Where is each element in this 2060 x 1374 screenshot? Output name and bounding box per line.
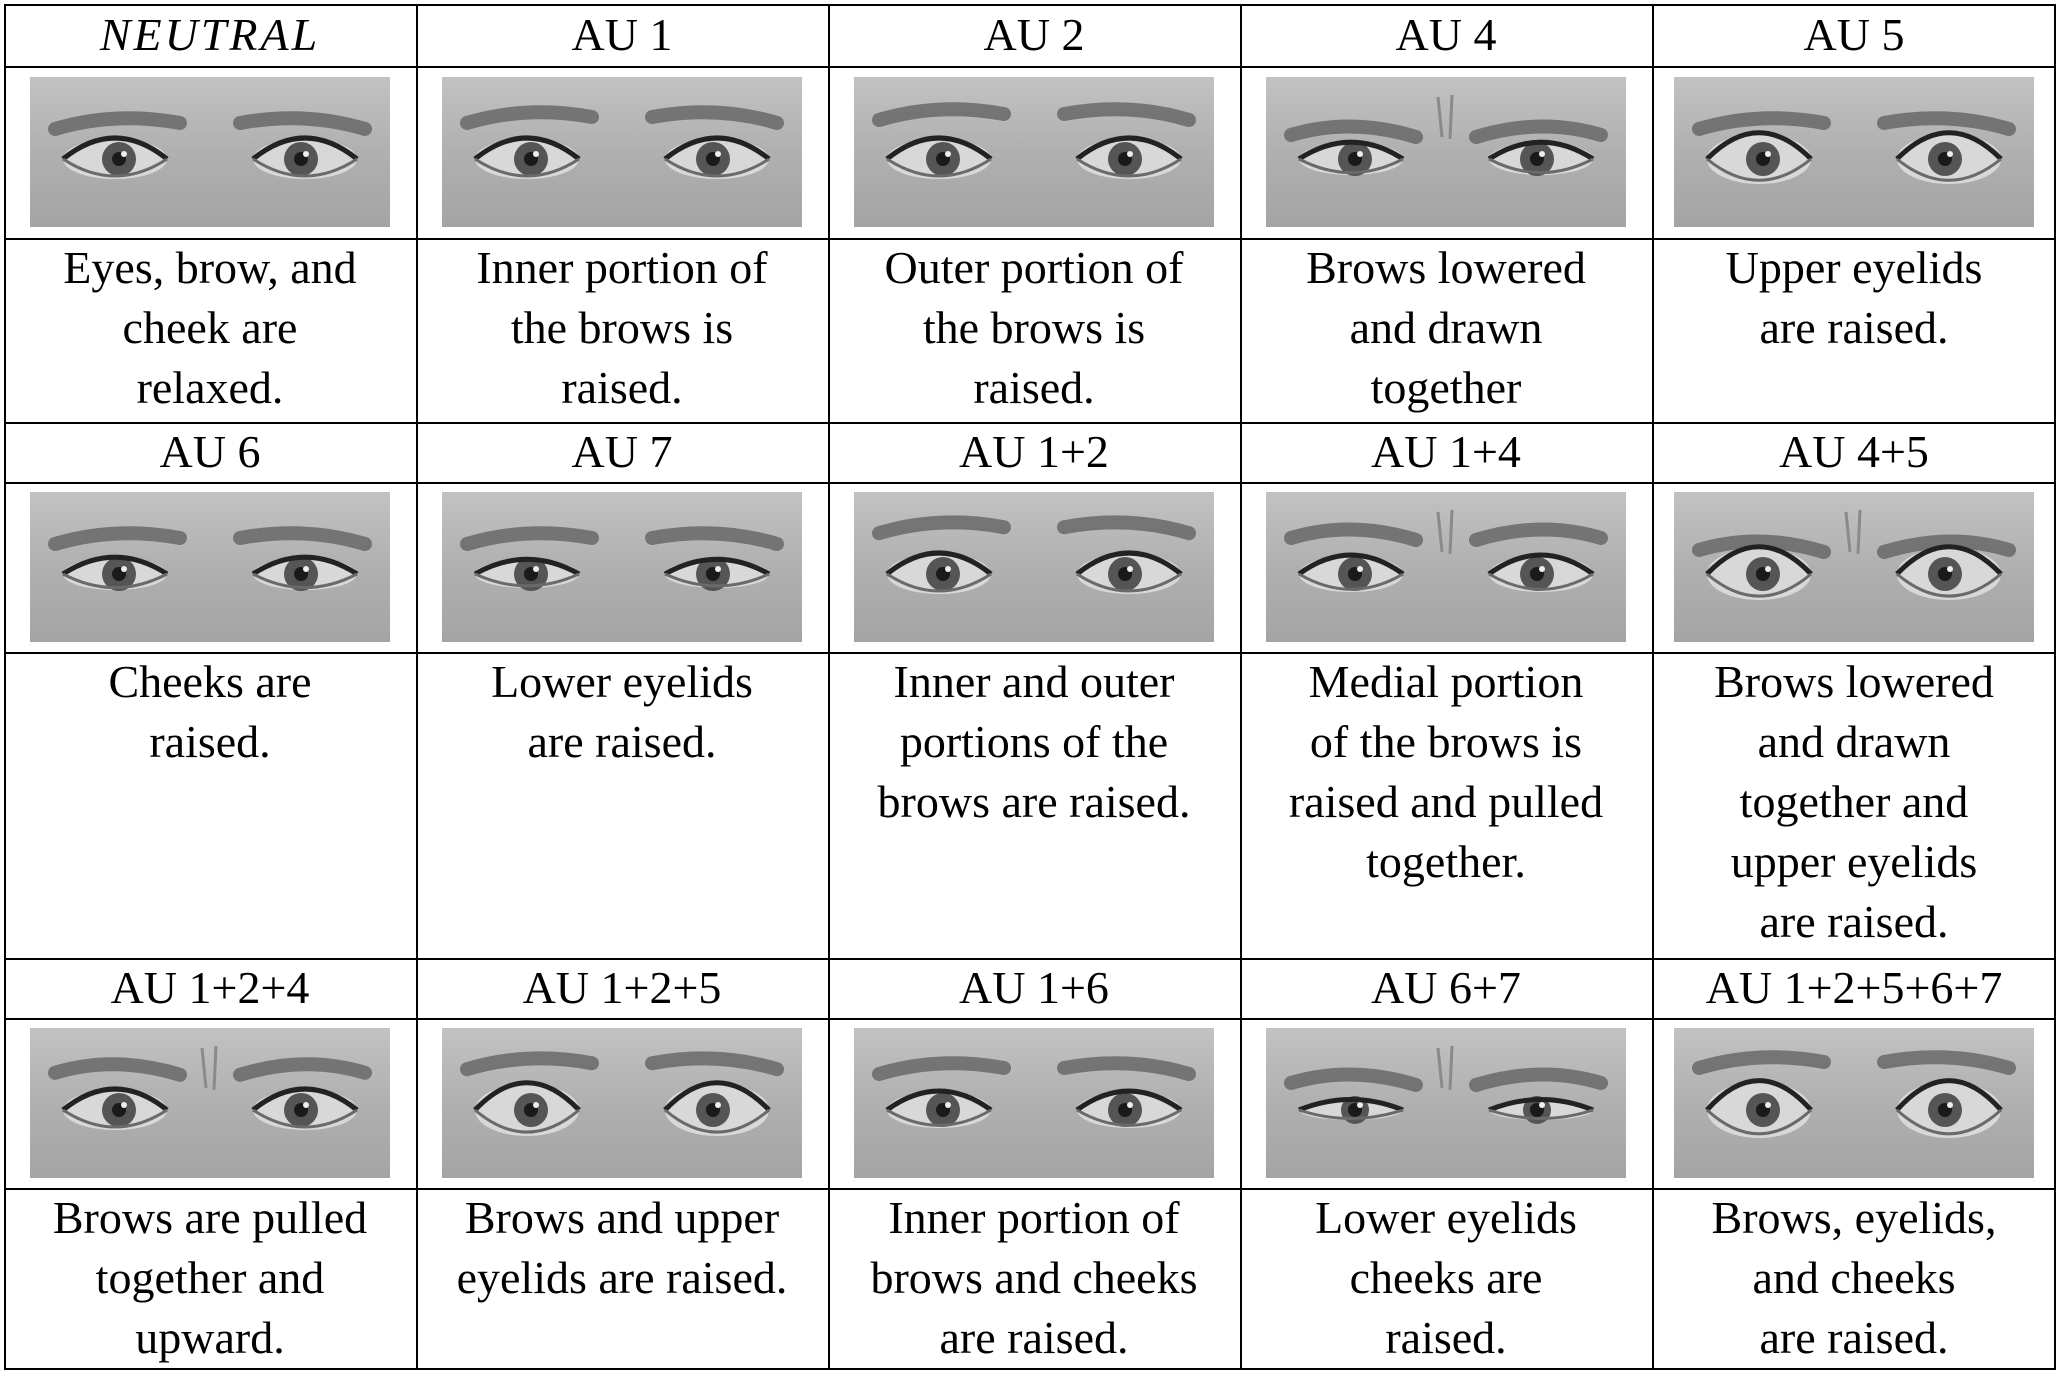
au-label: AU 2	[983, 9, 1085, 60]
au-description: Lower eyelids are raised.	[491, 656, 753, 767]
au-label: AU 6	[159, 426, 261, 477]
table-border	[4, 422, 2056, 424]
au1-eyes-photo	[416, 66, 828, 238]
table-border	[4, 482, 2056, 484]
table-border	[4, 652, 2056, 654]
table-border	[4, 4, 6, 1370]
table-border	[1652, 4, 1654, 1370]
neutral-eyes-photo	[4, 66, 416, 238]
au-label: AU 4	[1395, 9, 1497, 60]
au-description: Cheeks are raised.	[108, 656, 312, 767]
au2-eyes-photo	[828, 66, 1240, 238]
au1-2-5-eyes-photo	[416, 1018, 828, 1188]
table-border	[2054, 4, 2056, 1370]
table-border	[4, 4, 2056, 6]
au-label: AU 5	[1803, 9, 1905, 60]
au-description: Brows and upper eyelids are raised.	[456, 1192, 788, 1303]
table-border	[4, 66, 2056, 68]
table-border	[1240, 4, 1242, 1370]
au-description: Inner and outer portions of the brows ar…	[877, 656, 1191, 827]
au5-eyes-photo	[1652, 66, 2056, 238]
au-description: Lower eyelids cheeks are raised.	[1315, 1192, 1577, 1363]
au-description: Brows lowered and drawn together	[1306, 242, 1586, 413]
au-description: Inner portion of brows and cheeks are ra…	[870, 1192, 1198, 1363]
au-description: Brows are pulled together and upward.	[52, 1192, 368, 1363]
au-description: Outer portion of the brows is raised.	[884, 242, 1184, 413]
au1-4-eyes-photo	[1240, 482, 1652, 652]
au-description: Upper eyelids are raised.	[1725, 242, 1983, 353]
au1-2-5-6-7-eyes-photo	[1652, 1018, 2056, 1188]
table-border	[828, 4, 830, 1370]
table-border	[4, 1188, 2056, 1190]
au-description: Inner portion of the brows is raised.	[476, 242, 768, 413]
au-label: AU 1+4	[1371, 426, 1521, 477]
au1-6-eyes-photo	[828, 1018, 1240, 1188]
au-label: AU 1+6	[959, 962, 1109, 1013]
table-border	[416, 4, 418, 1370]
au4-eyes-photo	[1240, 66, 1652, 238]
au-label: AU 7	[571, 426, 673, 477]
table-border	[4, 958, 2056, 960]
au-label: NEUTRAL	[99, 9, 321, 60]
au-label: AU 6+7	[1371, 962, 1521, 1013]
au-description: Medial portion of the brows is raised an…	[1288, 656, 1604, 887]
table-border	[4, 238, 2056, 240]
au-label: AU 1+2	[959, 426, 1109, 477]
au4-5-eyes-photo	[1652, 482, 2056, 652]
au-description: Brows lowered and drawn together and upp…	[1714, 656, 1994, 947]
au-label: AU 1+2+4	[110, 962, 310, 1013]
au-description: Brows, eyelids, and cheeks are raised.	[1711, 1192, 1997, 1363]
au1-2-eyes-photo	[828, 482, 1240, 652]
au7-eyes-photo	[416, 482, 828, 652]
au-description: Eyes, brow, and cheek are relaxed.	[63, 242, 357, 413]
au-label: AU 4+5	[1779, 426, 1929, 477]
au-label: AU 1+2+5	[522, 962, 722, 1013]
au6-7-eyes-photo	[1240, 1018, 1652, 1188]
au1-2-4-eyes-photo	[4, 1018, 416, 1188]
au-label: AU 1	[571, 9, 673, 60]
table-border	[4, 1018, 2056, 1020]
au-table: NEUTRAL Eyes, brow, and cheek are relaxed…	[4, 4, 2056, 1370]
table-border	[4, 1368, 2056, 1370]
au6-eyes-photo	[4, 482, 416, 652]
au-label: AU 1+2+5+6+7	[1705, 962, 2003, 1013]
